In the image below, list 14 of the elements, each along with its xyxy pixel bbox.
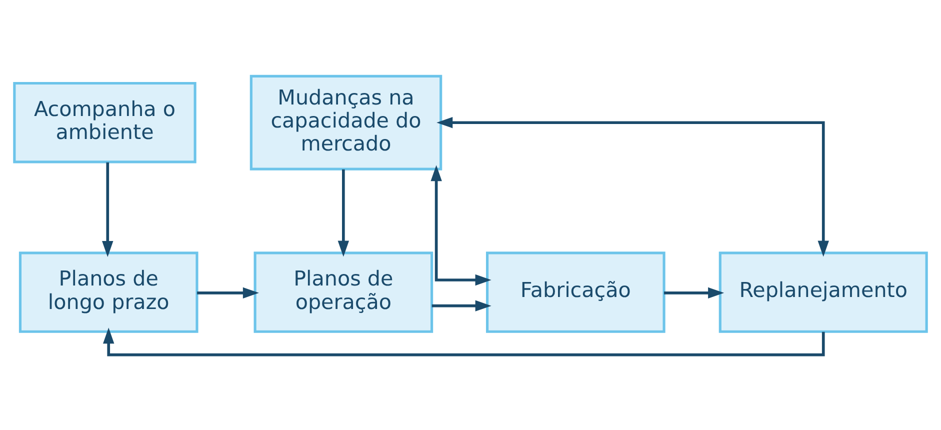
node-box: Fabricação [486, 251, 666, 332]
arrow [338, 168, 350, 256]
arrow [430, 164, 492, 286]
arrow [102, 162, 114, 257]
arrow [432, 300, 492, 311]
node-box: Planos de operação [254, 251, 434, 332]
arrow [197, 286, 259, 298]
arrow [102, 327, 825, 356]
node-box: Planos de longo prazo [18, 251, 198, 332]
node-box: Acompanha o ambiente [13, 81, 196, 163]
node-box: Replanejamento [718, 251, 928, 332]
arrow [664, 286, 724, 298]
arrow [436, 116, 829, 256]
node-box: Mudanças na capacidade do mercado [250, 74, 442, 170]
